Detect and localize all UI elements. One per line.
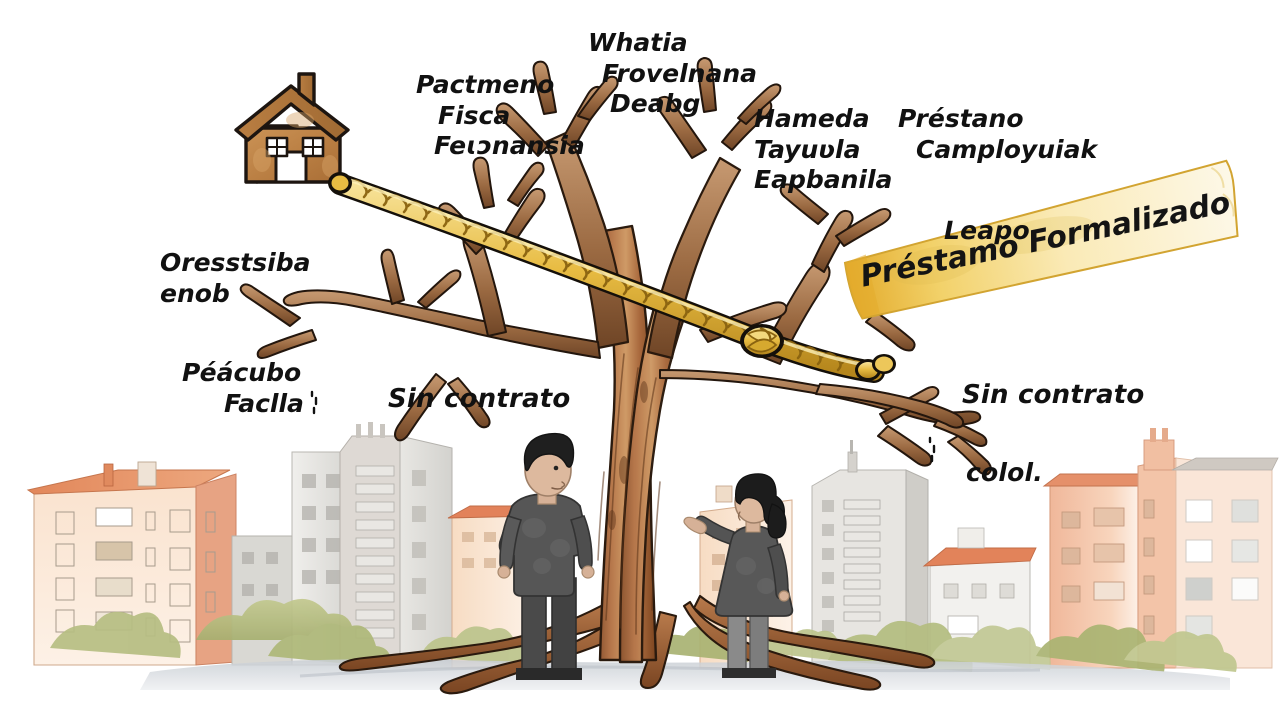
label-pactmeno-fisca: Pactmeno Fisca Feɩɔnansia [416,70,585,160]
rope [328,172,896,383]
label-prestano-camployuiak: Préstano Camployuiak [898,104,1098,164]
boy-figure [497,432,595,680]
label-leapo: Leapo [944,216,1030,245]
city-right-cluster [1042,428,1279,669]
label-colol: colol. [966,458,1044,487]
label-hameda-tayula: Hameda Tayuʋla Eapbanila [754,104,893,194]
label-sin-contrato-right: Sin contrato [962,380,1145,410]
bush-row [50,598,1237,672]
house-icon [234,72,350,184]
rope-tail [855,354,896,381]
tree-branches [239,57,992,476]
girl-figure [683,473,794,678]
label-peacubo-faclla: Péácubo Faclla [182,358,304,418]
rope-anchor [328,172,352,194]
rope-knot [740,324,784,358]
banner-ribbon[interactable]: Préstamo Formalizado [838,158,1247,322]
label-whatia-frovelnana: Whatia Frovelnana Deabg [588,28,757,118]
label-oresstsiba-enob: Oresstsiba enob [160,248,311,308]
label-sin-contrato-left: Sin contrato [388,384,571,414]
